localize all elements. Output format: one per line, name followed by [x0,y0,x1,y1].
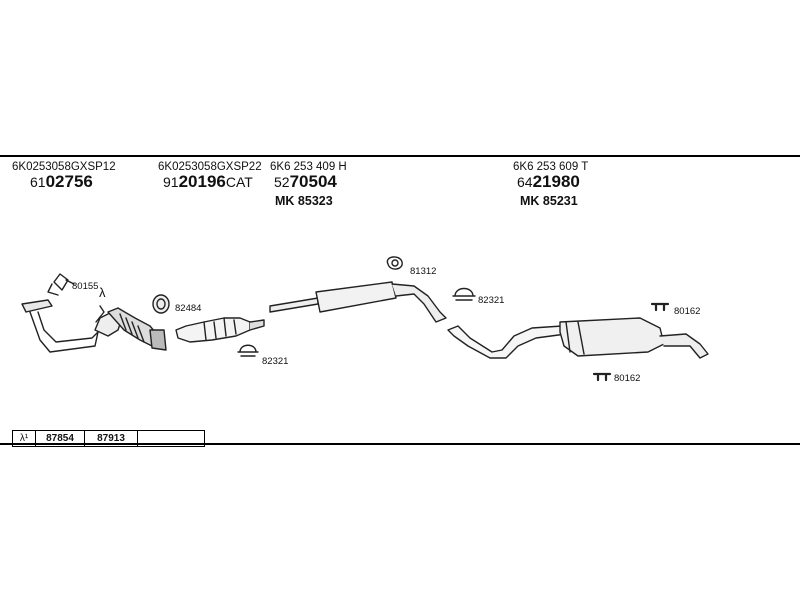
table-cell-87913: 87913 [84,431,137,446]
table-cell-empty [137,431,205,446]
label-80155: 80155 [72,281,99,292]
clamp-81312 [386,256,403,270]
gasket-82484 [152,294,170,314]
group-4-mk: MK 85231 [520,194,578,208]
catalytic-converter [175,317,265,343]
top-rule [0,155,800,157]
label-80162-b: 80162 [614,373,641,384]
front-downpipe [21,299,123,353]
label-lambda: λ [99,285,106,300]
group-2-number: 9120196CAT [163,172,253,191]
group-2-code: 6K0253058GXSP22 [158,161,262,173]
rear-silencer [447,317,709,359]
clamp-82321-b [452,287,476,301]
group-1-number: 6102756 [30,172,93,191]
group-4-code: 6K6 253 609 T [513,161,589,173]
group-3-code: 6K6 253 409 H [270,161,347,173]
reference-table: λ¹ 87854 87913 [12,430,205,447]
group-3-mk: MK 85323 [275,194,333,208]
center-resonator [269,281,447,323]
label-82484: 82484 [175,303,202,314]
bottom-rule [0,443,800,445]
label-82321-a: 82321 [262,356,289,367]
table-cell-87854: 87854 [35,431,84,446]
label-80162-a: 80162 [674,306,701,317]
hanger-80162-a [650,302,670,312]
group-4-number: 6421980 [517,172,580,191]
table-cell-lambda: λ¹ [12,431,35,446]
label-82321-b: 82321 [478,295,505,306]
clamp-82321-a [237,344,259,357]
label-81312: 81312 [410,266,437,277]
group-1-code: 6K0253058GXSP12 [12,161,116,173]
clamp-80155 [47,273,75,296]
flex-pipe [107,307,167,351]
hanger-80162-b [592,372,612,382]
lambda-sensor [95,305,105,323]
group-3-number: 5270504 [274,172,337,191]
